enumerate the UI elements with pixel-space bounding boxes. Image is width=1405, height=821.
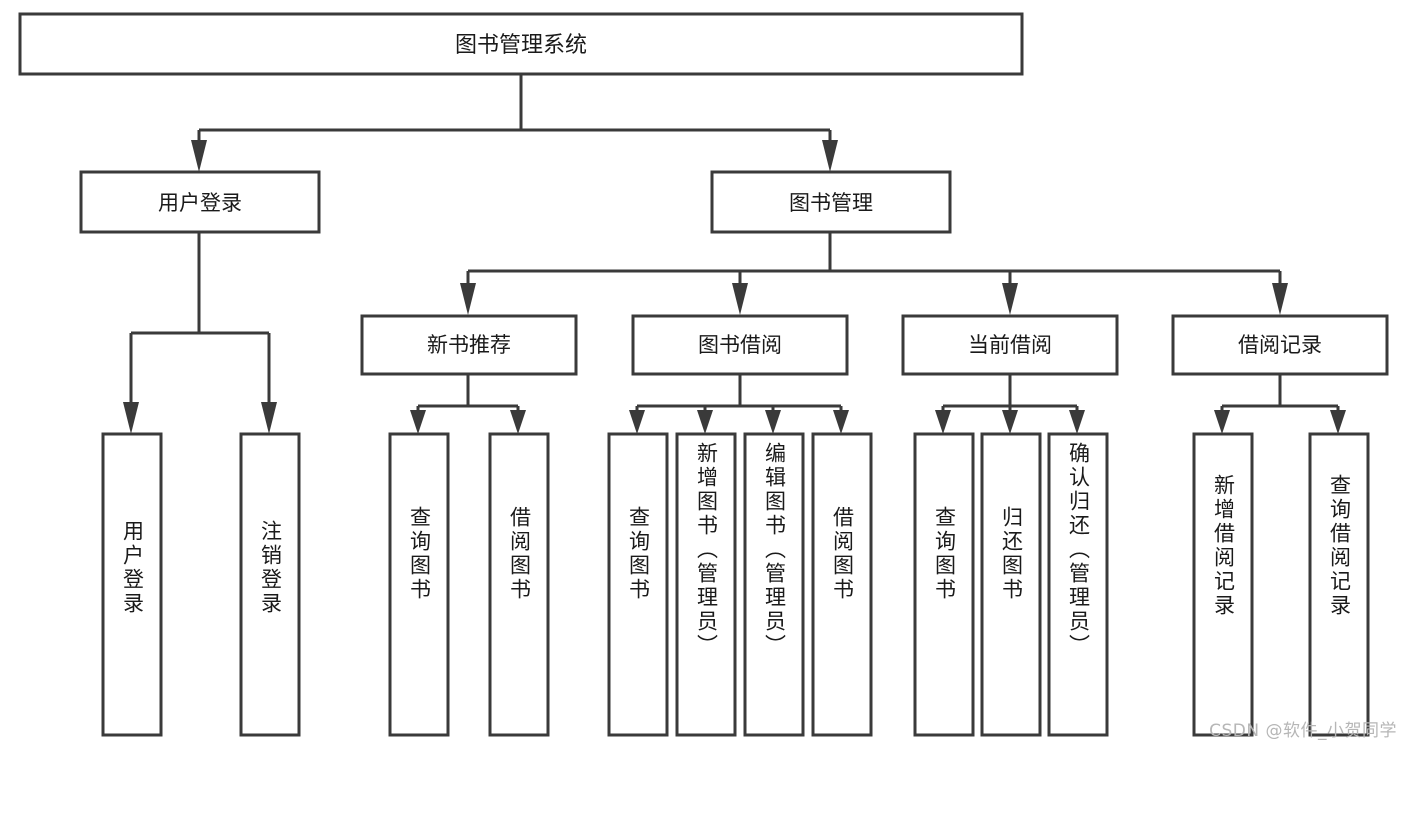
node-leaf-borrow-book-a-box[interactable] bbox=[488, 432, 550, 737]
node-current-borrow[interactable]: 当前借阅 bbox=[901, 314, 1119, 376]
node-leaf-add-record-box[interactable] bbox=[1192, 432, 1254, 737]
arrow-head-leaf-user-login bbox=[123, 402, 139, 434]
node-leaf-confirm-return-box[interactable] bbox=[1047, 432, 1109, 737]
node-book-manage[interactable]: 图书管理 bbox=[710, 170, 952, 234]
arrow-head-leaf-query-record bbox=[1330, 410, 1346, 434]
node-user-login-box[interactable] bbox=[79, 170, 321, 234]
node-user-login-label: 用户登录 bbox=[158, 191, 242, 215]
arrow-head-leaf-query-book-a bbox=[410, 410, 426, 434]
arrow-head-borrow-record bbox=[1272, 283, 1288, 315]
connector-group-new-book-rec bbox=[410, 374, 526, 434]
connector-group-current-borrow bbox=[935, 374, 1085, 434]
arrow-head-leaf-query-book-b bbox=[629, 410, 645, 434]
arrow-head-leaf-return-book bbox=[1002, 410, 1018, 434]
arrow-head-new-book-rec bbox=[460, 283, 476, 315]
connector-group-book-manage bbox=[460, 232, 1288, 315]
node-root-label: 图书管理系统 bbox=[455, 33, 587, 58]
watermark-credit: CSDN @软件_小贺同学 bbox=[1209, 721, 1397, 741]
node-new-book-rec-label: 新书推荐 bbox=[427, 333, 511, 357]
node-borrow-record-box[interactable] bbox=[1171, 314, 1389, 376]
node-current-borrow-label: 当前借阅 bbox=[968, 333, 1052, 357]
node-root[interactable]: 图书管理系统 bbox=[18, 12, 1024, 76]
node-current-borrow-box[interactable] bbox=[901, 314, 1119, 376]
node-new-book-rec[interactable]: 新书推荐 bbox=[360, 314, 578, 376]
arrow-head-current-borrow bbox=[1002, 283, 1018, 315]
connector-group-user-login bbox=[123, 232, 277, 434]
node-leaf-query-book-c-box[interactable] bbox=[913, 432, 975, 737]
arrow-head-leaf-borrow-book-b bbox=[833, 410, 849, 434]
arrow-head-leaf-add-book bbox=[697, 410, 713, 434]
node-book-manage-label: 图书管理 bbox=[789, 191, 873, 215]
node-book-borrow[interactable]: 图书借阅 bbox=[631, 314, 849, 376]
node-borrow-record[interactable]: 借阅记录 bbox=[1171, 314, 1389, 376]
node-user-login[interactable]: 用户登录 bbox=[79, 170, 321, 234]
connector-group-root bbox=[191, 75, 838, 172]
node-book-borrow-box[interactable] bbox=[631, 314, 849, 376]
diagram-root: 图书管理系统 用户登录 图书管理 新书推荐 图书借阅 当前借阅 借阅记录 bbox=[18, 12, 1397, 741]
arrow-head-leaf-edit-book bbox=[765, 410, 781, 434]
connector-group-book-borrow bbox=[629, 374, 849, 434]
node-leaf-borrow-book-b-box[interactable] bbox=[811, 432, 873, 737]
arrow-head-leaf-logout bbox=[261, 402, 277, 434]
node-leaf-query-book-a-box[interactable] bbox=[388, 432, 450, 737]
node-leaf-logout-box[interactable] bbox=[239, 432, 301, 737]
arrow-head-book-manage bbox=[822, 140, 838, 172]
node-leaf-user-login-box[interactable] bbox=[101, 432, 163, 737]
flowchart-canvas: 图书管理系统 用户登录 图书管理 新书推荐 图书借阅 当前借阅 借阅记录 bbox=[18, 12, 1389, 737]
arrow-head-leaf-borrow-book-a bbox=[510, 410, 526, 434]
arrow-head-leaf-query-book-c bbox=[935, 410, 951, 434]
node-leaf-query-record-box[interactable] bbox=[1308, 432, 1370, 737]
connector-group-borrow-record bbox=[1214, 374, 1346, 434]
node-root-box[interactable] bbox=[18, 12, 1024, 76]
node-leaf-return-book-box[interactable] bbox=[980, 432, 1042, 737]
node-leaf-add-book-box[interactable] bbox=[675, 432, 737, 737]
node-leaf-edit-book-box[interactable] bbox=[743, 432, 805, 737]
arrow-head-leaf-add-record bbox=[1214, 410, 1230, 434]
node-new-book-rec-box[interactable] bbox=[360, 314, 578, 376]
arrow-head-book-borrow bbox=[732, 283, 748, 315]
node-book-borrow-label: 图书借阅 bbox=[698, 333, 782, 357]
arrow-head-user-login bbox=[191, 140, 207, 172]
node-borrow-record-label: 借阅记录 bbox=[1238, 333, 1322, 357]
node-book-manage-box[interactable] bbox=[710, 170, 952, 234]
arrow-head-leaf-confirm-return bbox=[1069, 410, 1085, 434]
node-leaf-query-book-b-box[interactable] bbox=[607, 432, 669, 737]
